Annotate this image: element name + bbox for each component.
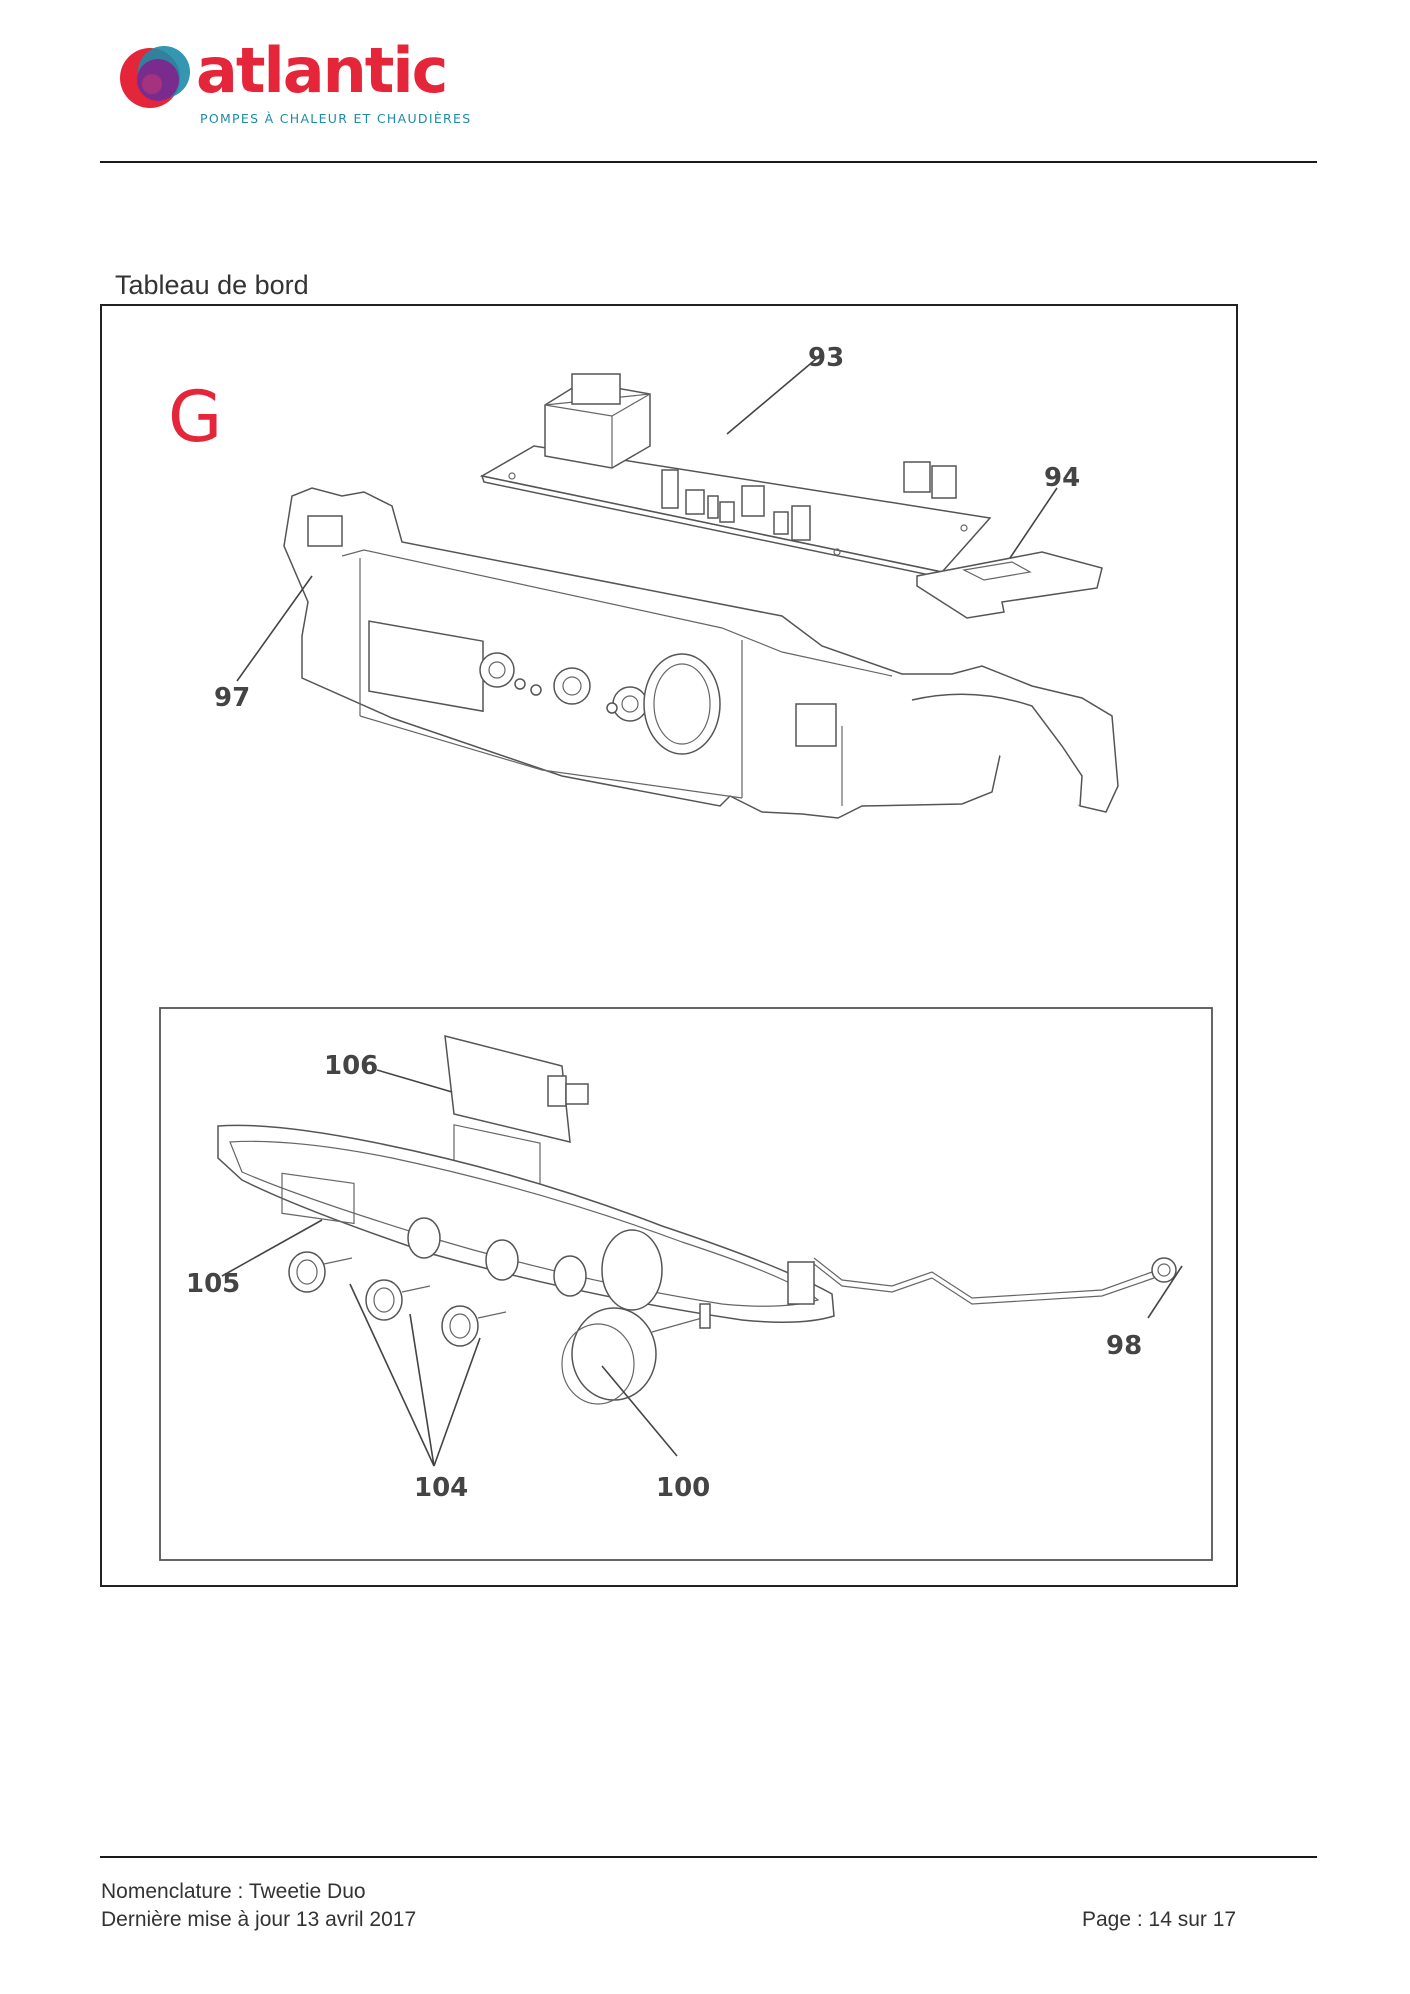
footer-last-update: Dernière mise à jour 13 avril 2017 (101, 1908, 417, 1931)
display-board-drawing (444, 1035, 589, 1194)
leader-line-106 (376, 1069, 453, 1093)
footer-nomenclature: Nomenclature : Tweetie Duo (101, 1880, 366, 1903)
part-label-105: 105 (186, 1269, 240, 1299)
part-label-98: 98 (1106, 1331, 1142, 1361)
header-divider (100, 161, 1317, 163)
section-title: Tableau de bord (115, 270, 309, 300)
part-label-97: 97 (214, 683, 250, 713)
logo-mark-icon (120, 46, 190, 108)
exploded-view-drawing: G (159, 343, 1213, 1561)
brand-logo (112, 38, 492, 130)
part-label-106: 106 (324, 1051, 378, 1081)
part-label-93: 93 (808, 343, 844, 373)
knob-set-drawing (288, 1251, 507, 1347)
brand-name: atlantic (196, 34, 448, 107)
gasket-drawing (916, 551, 1103, 619)
leader-line-98 (1147, 1265, 1183, 1319)
part-label-94: 94 (1044, 463, 1080, 493)
leader-line-94 (1009, 487, 1058, 559)
brand-tagline: POMPES À CHALEUR ET CHAUDIÈRES (200, 111, 472, 126)
exploded-view-frame: G (100, 304, 1238, 1587)
pcb-board-drawing (479, 373, 992, 580)
part-label-100: 100 (656, 1473, 710, 1503)
leader-line-104a (349, 1283, 435, 1467)
part-label-104: 104 (414, 1473, 468, 1503)
front-panel-drawing (217, 1124, 1177, 1323)
leader-line-105 (221, 1219, 323, 1277)
figure-letter: G (168, 376, 222, 458)
leader-line-104c (433, 1337, 481, 1467)
leader-line-97 (236, 575, 313, 682)
leader-line-104b (409, 1313, 435, 1467)
leader-line-100 (601, 1365, 678, 1457)
footer-divider (100, 1856, 1317, 1858)
dashboard-housing-drawing (283, 487, 1119, 819)
footer-page-number: Page : 14 sur 17 (1082, 1908, 1237, 1931)
leader-line-93 (726, 353, 823, 435)
main-knob-drawing (561, 1303, 711, 1405)
